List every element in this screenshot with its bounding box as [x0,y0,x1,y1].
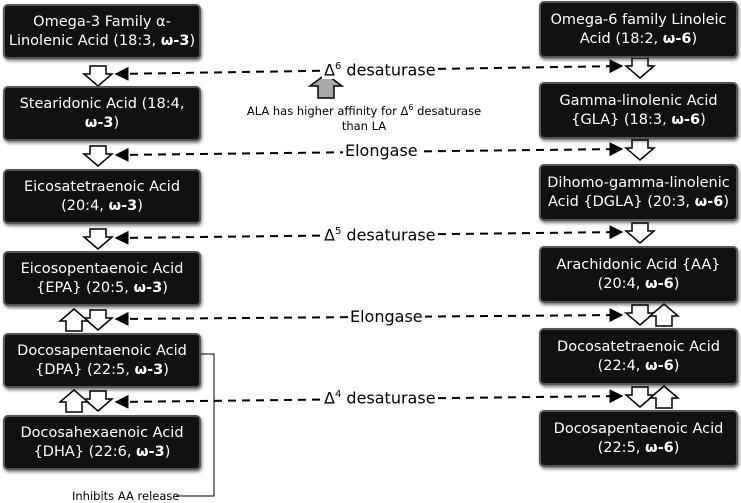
aa-box-line1: Arachidonic Acid {AA} [556,256,721,273]
dgla-box-omega: ω-6 [694,193,724,210]
left-down-arrow-3 [81,228,115,250]
right-down-arrow-4 [623,304,657,326]
dgla-box: Dihomo-gamma-linolenic Acid {DGLA} (20:3… [539,164,738,221]
docosapentaenoic-w6-box-line1: Docosapentaenoic Acid [553,420,724,437]
right-up-arrow-4 [647,303,681,327]
dgla-box-line1: Dihomo-gamma-linolenic [547,174,730,191]
inhibits-aa-release-note: Inhibits AA release [72,489,180,503]
stearidonic-box: Stearidonic Acid (18:4, ω-3) [3,86,201,141]
aa-box-omega: ω-6 [645,275,674,292]
affinity-up-arrow [307,73,345,99]
epa-box-line1: Eicosopentaenoic Acid [20,260,184,277]
ala-box-line2: Linolenic Acid (18:3, [8,32,161,49]
linoleic-box-line1: Omega-6 family Linoleic [550,11,727,28]
right-down-arrow-5 [623,386,657,408]
docosapentaenoic-w6-box: Docosapentaenoic Acid (22:5, ω-6) [539,410,738,467]
right-down-arrow-3 [623,222,657,244]
docosatetraenoic-box: Docosatetraenoic Acid (22:4, ω-6) [539,328,738,385]
left-down-arrow-5 [81,390,115,412]
linoleic-box-omega: ω-6 [662,30,692,47]
epa-box-omega: ω-3 [133,279,163,296]
docosatetraenoic-box-line1: Docosatetraenoic Acid [557,338,720,355]
dpa-box-omega: ω-3 [134,361,164,378]
gla-box: Gamma-linolenic Acid {GLA} (18:3, ω-6) [539,82,738,139]
right-down-arrow-2 [623,139,657,161]
inhibits-bracket-line [176,353,215,497]
docosatetraenoic-box-omega: ω-6 [645,357,674,374]
dha-box-omega: ω-3 [136,443,165,460]
left-up-arrow-4 [57,308,91,332]
dha-box-line1: Docosahexaenoic Acid [20,424,184,441]
right-up-arrow-5 [647,385,681,409]
docosapentaenoic-w6-box-omega: ω-6 [645,439,674,456]
d5-desaturase-label: Δ5 desaturase [322,223,438,245]
d4-desaturase-label: Δ4 desaturase [322,386,438,408]
left-down-arrow-1 [81,65,115,87]
elongase-label-1: Elongase [343,141,420,160]
dha-box: Docosahexaenoic Acid {DHA} (22:6, ω-3) [3,415,201,470]
ala-box-omega: ω-3 [160,32,190,49]
right-down-arrow-1 [623,57,657,79]
left-down-arrow-4 [81,309,115,331]
left-down-arrow-2 [81,145,115,167]
aa-box: Arachidonic Acid {AA} (20:4, ω-6) [539,246,738,303]
ala-box-line1: Omega-3 Family α- [33,13,171,30]
dpa-box-line1: Docosapentaenoic Acid [17,342,187,359]
eicosatetraenoic-box-omega: ω-3 [108,197,138,214]
d6-desaturase-label: Δ6 desaturase [322,58,438,80]
affinity-note: ALA has higher affinity for Δ6 desaturas… [246,103,482,133]
epa-box: Eicosopentaenoic Acid {EPA} (20:5, ω-3) [3,251,201,306]
linoleic-box: Omega-6 family Linoleic Acid (18:2, ω-6) [539,1,738,58]
elongase-label-2: Elongase [348,307,425,326]
gla-box-omega: ω-6 [671,111,701,128]
eicosatetraenoic-box: Eicosatetraenoic Acid (20:4, ω-3) [3,169,201,224]
left-up-arrow-5 [57,389,91,413]
stearidonic-box-omega: ω-3 [84,114,114,131]
gla-box-line1: Gamma-linolenic Acid [559,92,718,109]
dpa-box: Docosapentaenoic Acid {DPA} (22:5, ω-3) [3,333,201,388]
ala-box: Omega-3 Family α- Linolenic Acid (18:3, … [3,4,201,59]
stearidonic-box-line1: Stearidonic Acid (18:4, [19,95,185,112]
eicosatetraenoic-box-line1: Eicosatetraenoic Acid [23,178,181,195]
